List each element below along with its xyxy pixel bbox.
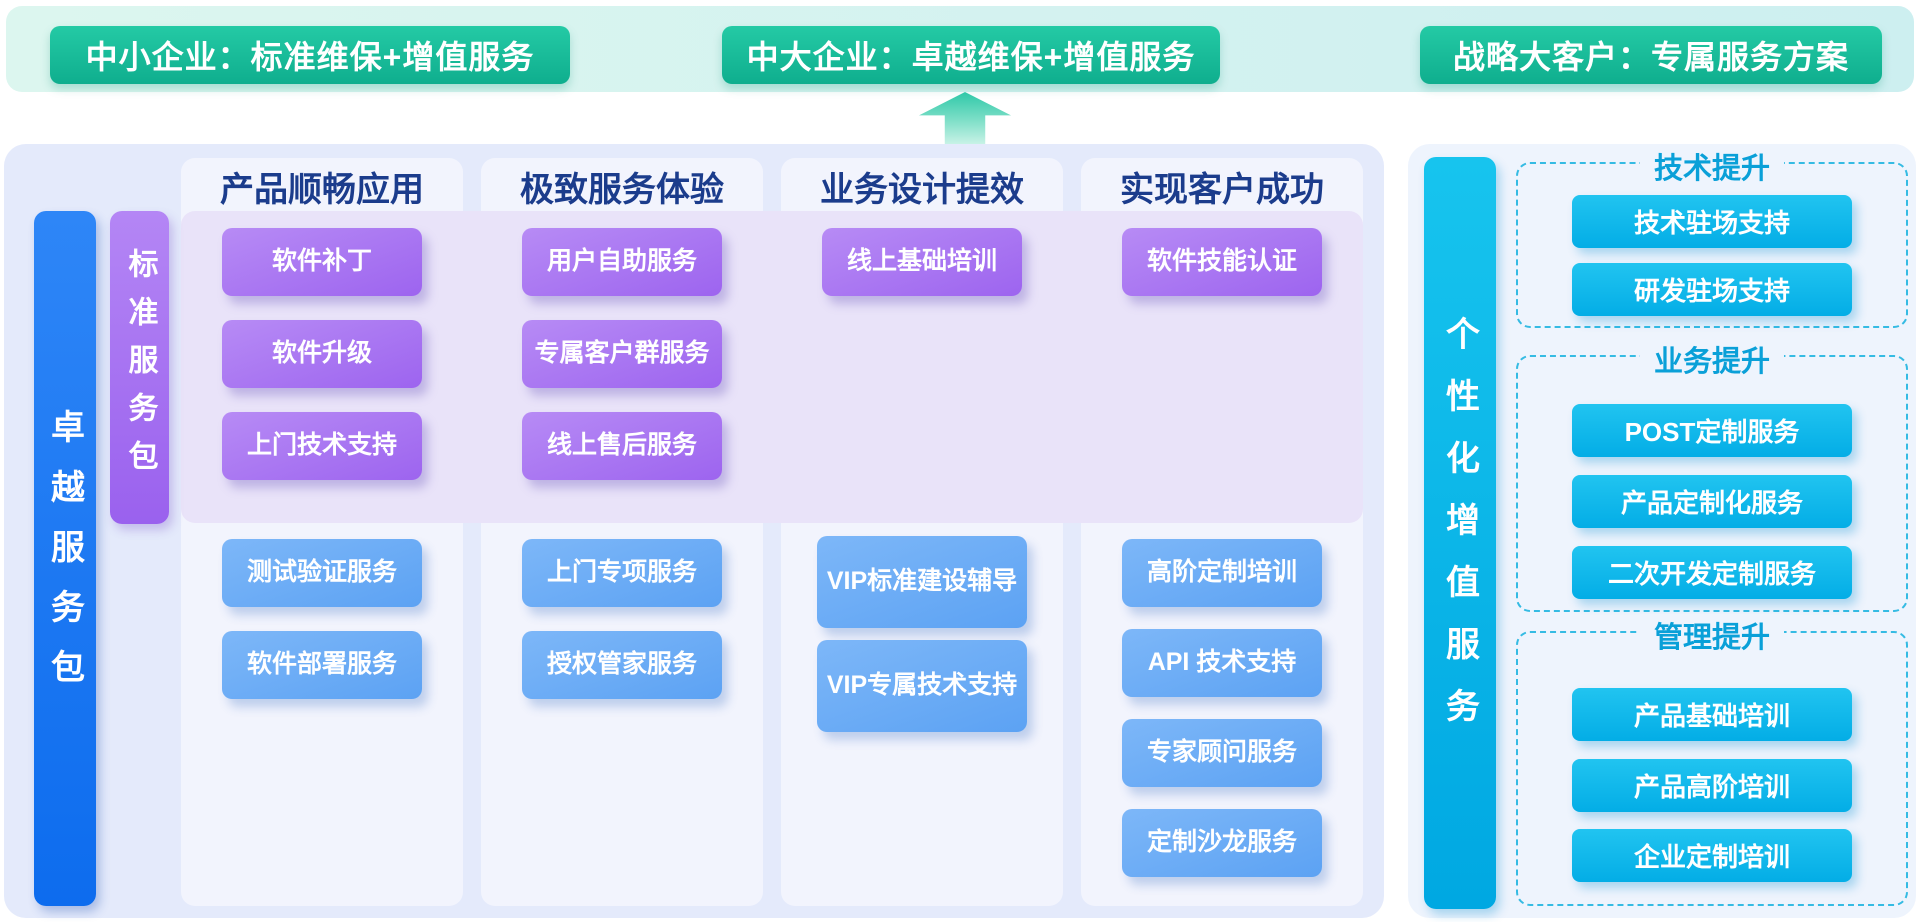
service-chip: 产品基础培训 <box>1572 688 1852 741</box>
service-chip: 上门专项服务 <box>522 539 722 607</box>
group-title: 业务提升 <box>1639 338 1785 380</box>
audience-banner: 中小企业：标准维保+增值服务 中大企业：卓越维保+增值服务 战略大客户：专属服务… <box>6 6 1914 92</box>
excellence-package-bar: 卓越服务包 <box>34 211 96 906</box>
service-chip: 软件补丁 <box>222 228 422 296</box>
service-chip: 软件升级 <box>222 320 422 388</box>
service-matrix-panel: 产品顺畅应用 极致服务体验 业务设计提效 实现客户成功 卓越服务包 标准服务包 … <box>4 144 1384 918</box>
service-chip: API 技术支持 <box>1122 629 1322 697</box>
badge-sme: 中小企业：标准维保+增值服务 <box>50 26 570 84</box>
column-header-success: 实现客户成功 <box>1120 171 1324 209</box>
service-chip: 软件技能认证 <box>1122 228 1322 296</box>
service-chip: 线上售后服务 <box>522 412 722 480</box>
column-header-efficiency: 业务设计提效 <box>820 171 1024 209</box>
service-chip: POST定制服务 <box>1572 404 1852 457</box>
badge-strategic-accounts: 战略大客户：专属服务方案 <box>1420 26 1882 84</box>
service-chip: 产品定制化服务 <box>1572 475 1852 528</box>
column-header-product: 产品顺畅应用 <box>220 171 424 209</box>
standard-package-label: 标准服务包 <box>123 247 157 488</box>
group-title: 管理提升 <box>1639 614 1785 656</box>
service-chip: 上门技术支持 <box>222 412 422 480</box>
group-management-improvement: 管理提升 产品基础培训 产品高阶培训 企业定制培训 <box>1516 614 1908 906</box>
service-chip: 企业定制培训 <box>1572 829 1852 882</box>
personalized-services-bar: 个性化增值服务 <box>1424 157 1496 909</box>
group-tech-improvement: 技术提升 技术驻场支持 研发驻场支持 <box>1516 145 1908 328</box>
standard-package-bar: 标准服务包 <box>110 211 169 524</box>
group-title: 技术提升 <box>1639 145 1785 187</box>
value-added-panel: 个性化增值服务 技术提升 技术驻场支持 研发驻场支持 业务提升 POST定制服务… <box>1408 144 1916 918</box>
group-business-improvement: 业务提升 POST定制服务 产品定制化服务 二次开发定制服务 <box>1516 338 1908 612</box>
service-chip: 软件部署服务 <box>222 631 422 699</box>
service-chip: 技术驻场支持 <box>1572 195 1852 248</box>
service-chip: 产品高阶培训 <box>1572 759 1852 812</box>
service-chip: 定制沙龙服务 <box>1122 809 1322 877</box>
service-chip: 测试验证服务 <box>222 539 422 607</box>
service-chip: 专属客户群服务 <box>522 320 722 388</box>
service-chip: 授权管家服务 <box>522 631 722 699</box>
service-chip: VIP标准建设辅导 <box>817 536 1027 628</box>
excellence-package-label: 卓越服务包 <box>45 408 84 709</box>
service-chip: VIP专属技术支持 <box>817 640 1027 732</box>
service-chip: 用户自助服务 <box>522 228 722 296</box>
up-arrow-icon <box>919 92 1011 144</box>
badge-mid-large-enterprise: 中大企业：卓越维保+增值服务 <box>722 26 1220 84</box>
column-header-experience: 极致服务体验 <box>520 171 724 209</box>
service-chip: 专家顾问服务 <box>1122 719 1322 787</box>
service-chip: 研发驻场支持 <box>1572 263 1852 316</box>
service-chip: 线上基础培训 <box>822 228 1022 296</box>
personalized-services-label: 个性化增值服务 <box>1440 316 1479 750</box>
service-chip: 二次开发定制服务 <box>1572 546 1852 599</box>
service-chip: 高阶定制培训 <box>1122 539 1322 607</box>
